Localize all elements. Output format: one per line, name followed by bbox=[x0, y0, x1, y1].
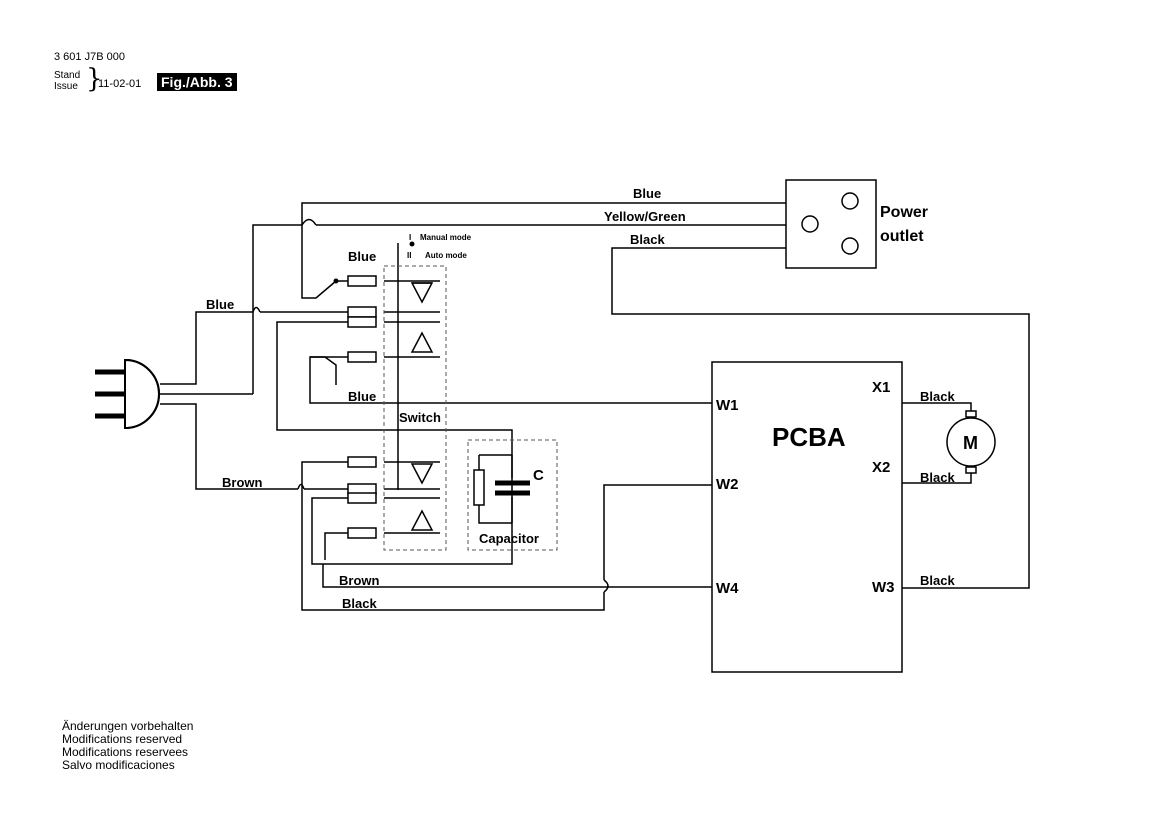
terminal-x2: X2 bbox=[872, 459, 890, 476]
manual-mode-label: Manual mode bbox=[420, 233, 472, 242]
figure-label: Fig./Abb. 3 bbox=[157, 73, 237, 91]
label-black-x1: Black bbox=[920, 389, 955, 404]
wire-yellow-green bbox=[252, 224, 302, 394]
wire-blue-top bbox=[301, 202, 835, 263]
stand-label: Stand bbox=[54, 70, 81, 81]
wire-brown-w4 bbox=[322, 564, 712, 588]
capacitor-box bbox=[467, 439, 558, 551]
label-black-lower: Black bbox=[342, 596, 377, 611]
issue-label: Issue bbox=[54, 81, 78, 92]
wire-blue-w1 bbox=[309, 356, 712, 404]
outlet-socket-2 bbox=[801, 215, 819, 233]
switch-label: Switch bbox=[399, 410, 441, 425]
wire-crossover-4 bbox=[603, 579, 609, 593]
wire-black-lower bbox=[301, 461, 605, 611]
wire-brown-lower-left bbox=[311, 497, 348, 565]
terminal-w1: W1 bbox=[716, 397, 739, 414]
wire-w2 bbox=[603, 484, 712, 580]
wire-switch-lever-bottom bbox=[324, 532, 348, 560]
wire-crossover-1 bbox=[301, 218, 317, 226]
label-yellow-green: Yellow/Green bbox=[604, 209, 686, 224]
label-black-top: Black bbox=[630, 232, 665, 247]
junction-dot bbox=[333, 278, 339, 284]
outlet-socket-1 bbox=[841, 192, 859, 210]
switch-terminals bbox=[347, 275, 377, 539]
pcba-label: PCBA bbox=[772, 422, 846, 452]
terminal-w3: W3 bbox=[872, 579, 895, 596]
label-blue-top: Blue bbox=[633, 186, 661, 201]
auto-mode-label: Auto mode bbox=[425, 251, 467, 260]
capacitor-symbol-label: C bbox=[533, 467, 544, 484]
label-brown-lower: Brown bbox=[339, 573, 380, 588]
switch-box bbox=[383, 265, 447, 551]
wire-black-outlet-w3 bbox=[611, 247, 1030, 589]
label-blue-w1: Blue bbox=[348, 389, 376, 404]
document-number: 3 601 J7B 000 bbox=[54, 51, 125, 63]
motor bbox=[946, 410, 996, 474]
manual-mode-number: I bbox=[409, 233, 411, 242]
wires bbox=[160, 202, 1030, 611]
outlet-box bbox=[785, 179, 877, 269]
switch-symbols bbox=[410, 282, 434, 531]
mode-dot bbox=[409, 241, 415, 247]
issue-date: 11-02-01 bbox=[98, 78, 142, 90]
outlet-socket-3 bbox=[841, 237, 859, 255]
label-black-x2: Black bbox=[920, 470, 955, 485]
capacitor-label: Capacitor bbox=[479, 531, 539, 546]
power-outlet-label-1: Power bbox=[880, 204, 928, 221]
motor-label: M bbox=[963, 433, 978, 453]
footer-notes: Änderungen vorbehalten Modifications res… bbox=[62, 720, 193, 772]
capacitor bbox=[473, 469, 530, 506]
power-outlet bbox=[785, 179, 877, 269]
resistor bbox=[473, 469, 485, 506]
terminal-w4: W4 bbox=[716, 580, 739, 597]
footer-line-fr: Modifications reservees bbox=[62, 745, 189, 759]
footer-line-en: Modifications reserved bbox=[62, 732, 183, 746]
footer-line-de: Änderungen vorbehalten bbox=[62, 719, 194, 733]
wire-plug-brown bbox=[160, 403, 298, 490]
wire-switch-lever-top bbox=[301, 263, 337, 299]
label-black-w3: Black bbox=[920, 573, 955, 588]
label-blue-plug: Blue bbox=[206, 297, 234, 312]
power-outlet-label-2: outlet bbox=[880, 228, 924, 245]
plug bbox=[95, 358, 160, 430]
wire-plug-blue bbox=[160, 311, 253, 385]
brace-symbol: } bbox=[86, 64, 103, 94]
label-blue-switch: Blue bbox=[348, 249, 376, 264]
terminal-w2: W2 bbox=[716, 476, 739, 493]
label-brown-plug: Brown bbox=[222, 475, 263, 490]
motor-circle bbox=[946, 417, 996, 467]
footer-line-es: Salvo modificaciones bbox=[62, 758, 175, 772]
wire-cap-loop bbox=[276, 321, 513, 565]
auto-mode-number: II bbox=[407, 251, 411, 260]
pcba-box bbox=[711, 361, 903, 673]
wire-crossover-3 bbox=[297, 483, 305, 490]
wire-switch-lever-mid bbox=[310, 356, 337, 385]
plug-body bbox=[124, 358, 160, 430]
wire-crossover-2 bbox=[252, 306, 261, 313]
terminal-x1: X1 bbox=[872, 379, 890, 396]
